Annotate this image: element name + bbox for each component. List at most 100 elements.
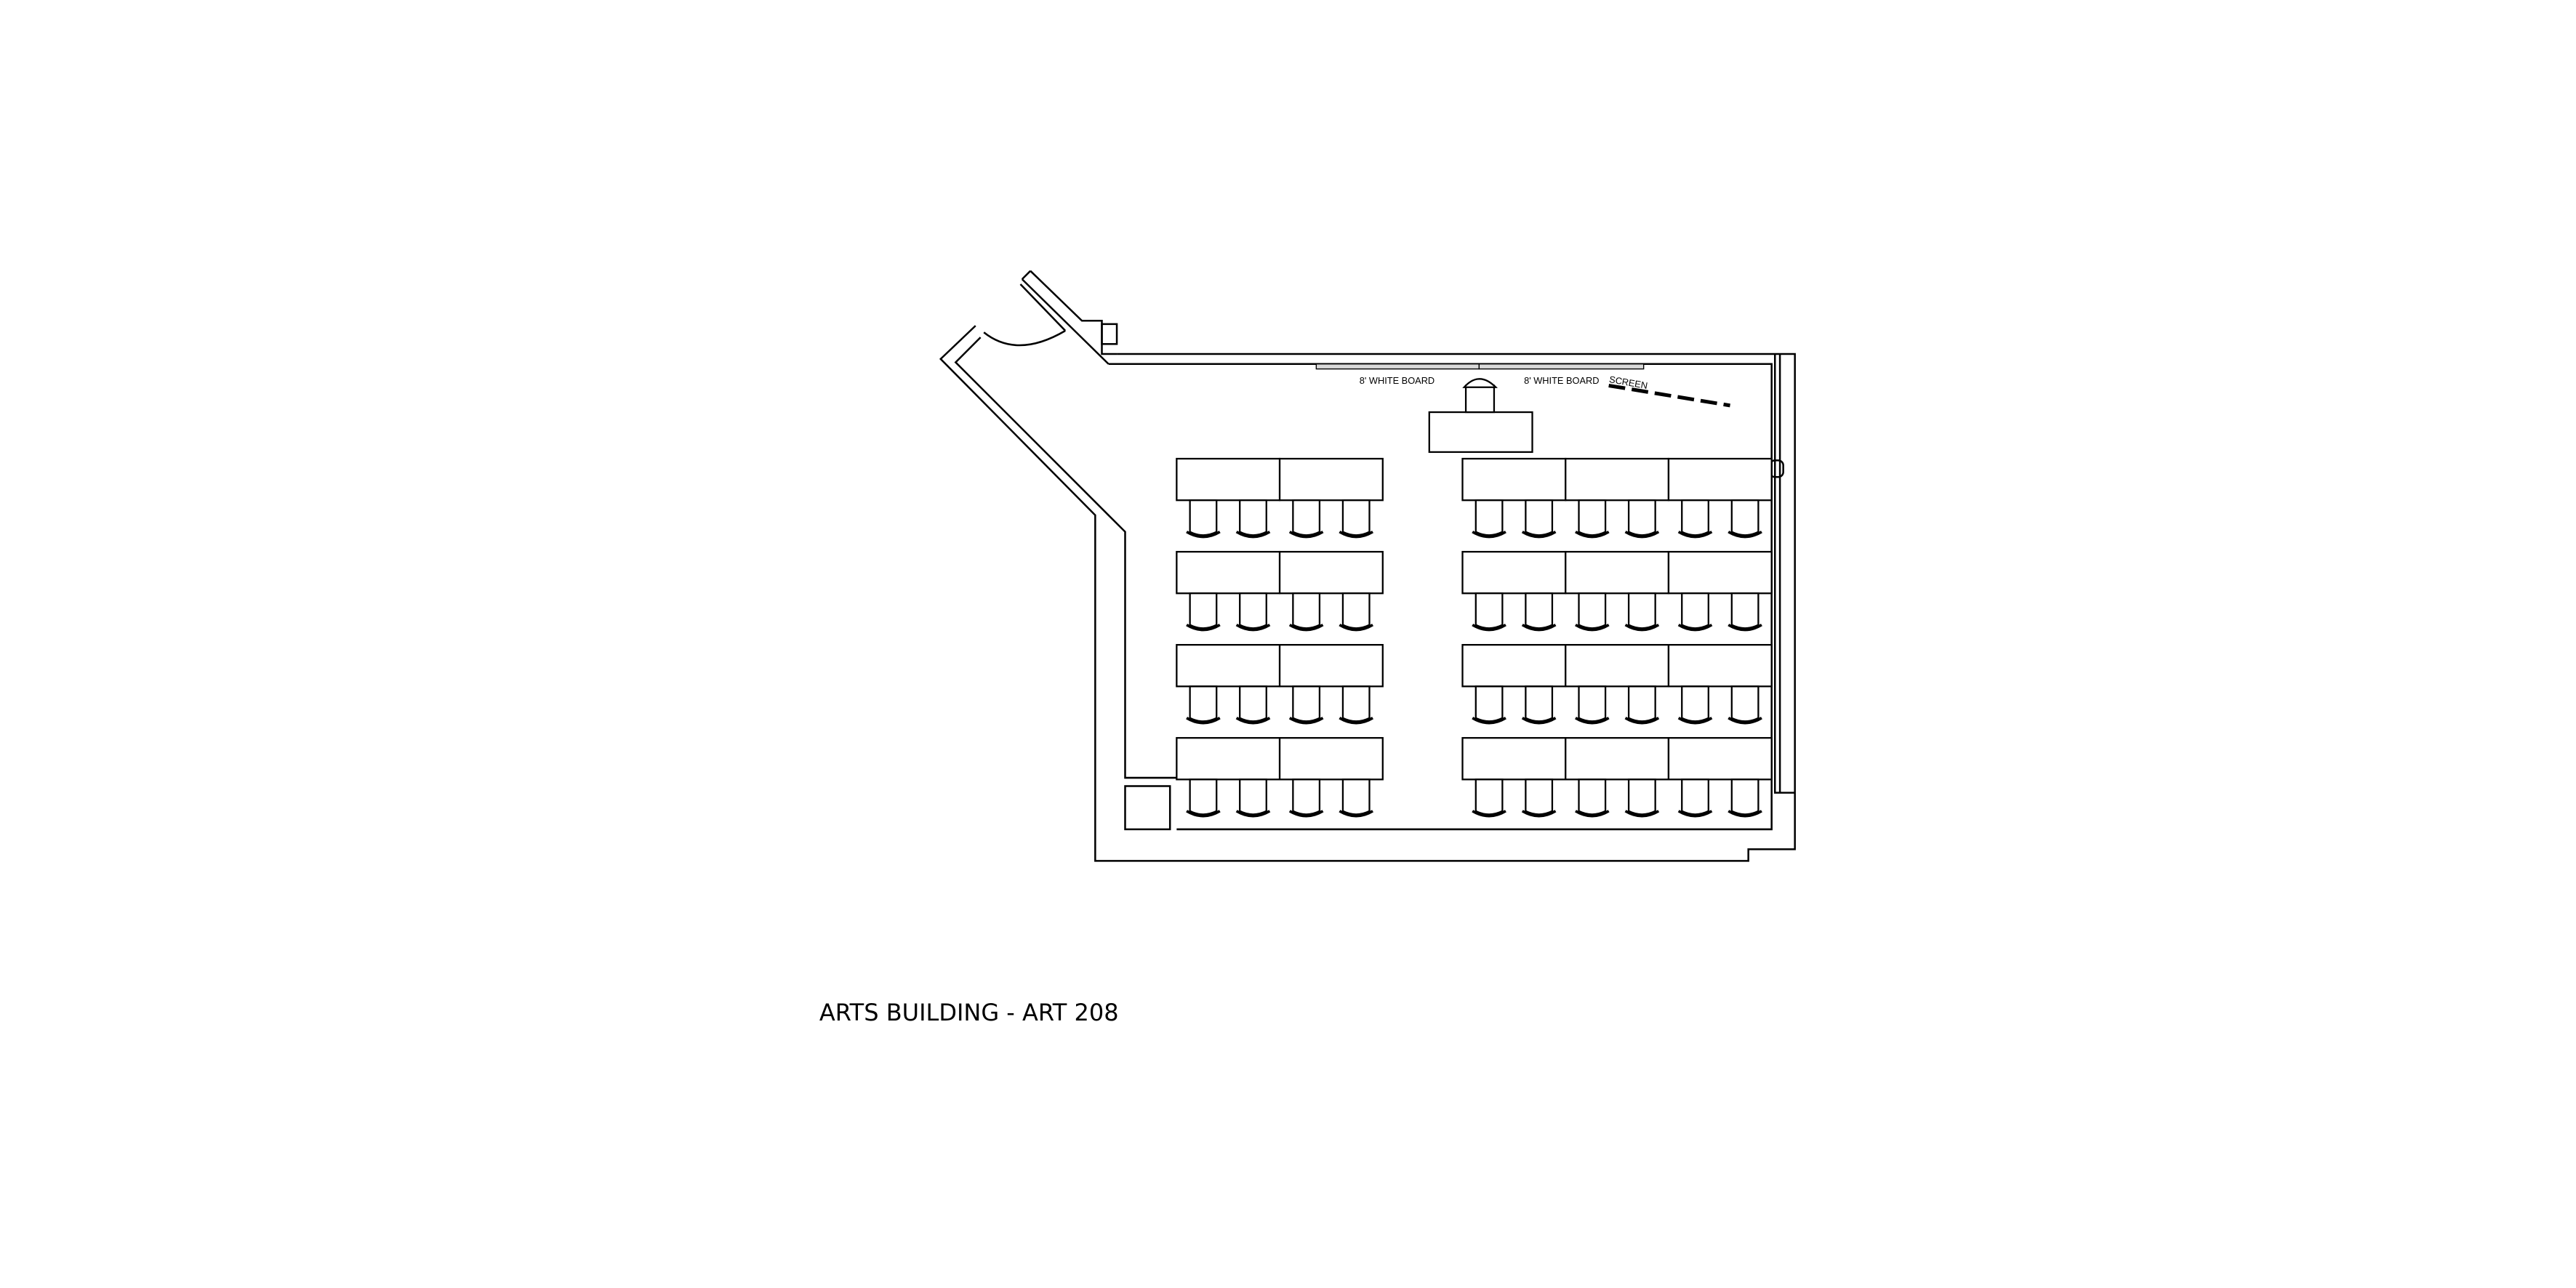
chair-back (1624, 810, 1660, 818)
chair-back (1728, 810, 1762, 818)
chair (1681, 685, 1709, 723)
chair-back (1521, 531, 1557, 539)
instructor-desk (1428, 411, 1533, 454)
table (1565, 737, 1670, 781)
table (1176, 737, 1281, 781)
chair-back (1472, 624, 1506, 632)
chair-back (1235, 531, 1271, 539)
chair (1730, 685, 1760, 723)
chair-back (1728, 717, 1762, 725)
chair-back (1339, 624, 1374, 632)
seating (1176, 457, 1773, 818)
whiteboard-right-label: 8' WHITE BOARD (1524, 375, 1599, 386)
outer-wall (939, 325, 1796, 862)
chair (1239, 499, 1267, 536)
lectern (1464, 385, 1496, 414)
chair-back (1624, 624, 1660, 632)
chair-back (1186, 810, 1221, 818)
chair (1730, 499, 1760, 536)
table (1667, 550, 1773, 595)
chair (1474, 592, 1504, 629)
chair-back (1288, 810, 1324, 818)
table (1667, 457, 1773, 502)
chair (1627, 685, 1656, 723)
chair-back (1677, 810, 1713, 818)
chair (1341, 592, 1371, 629)
chair-back (1575, 624, 1610, 632)
chair (1474, 685, 1504, 723)
chair-back (1186, 531, 1221, 539)
door-swing-arc (983, 329, 1066, 347)
whiteboard-left-label: 8' WHITE BOARD (1360, 375, 1435, 386)
chair-back (1728, 624, 1762, 632)
chair-back (1186, 624, 1221, 632)
chair-back (1677, 624, 1713, 632)
table (1176, 550, 1281, 595)
chair-back (1472, 810, 1506, 818)
table (1461, 457, 1567, 502)
chair-back (1575, 531, 1610, 539)
table (1278, 644, 1384, 688)
table (1278, 550, 1384, 595)
chair-back (1624, 717, 1660, 725)
chair-back (1521, 717, 1557, 725)
table (1667, 644, 1773, 688)
wall-fixture (1101, 323, 1118, 345)
chair (1292, 499, 1321, 536)
table (1176, 457, 1281, 502)
inner-wall-left (954, 337, 1177, 779)
chair-back (1575, 810, 1610, 818)
chair-back (1288, 624, 1324, 632)
chair (1525, 685, 1554, 723)
chair-back (1186, 717, 1221, 725)
chair-back (1339, 717, 1374, 725)
storage-box (1124, 785, 1171, 831)
chair (1627, 592, 1656, 629)
table (1565, 644, 1670, 688)
chair-back (1728, 531, 1762, 539)
table (1461, 550, 1567, 595)
chair (1578, 592, 1607, 629)
whiteboard-right (1478, 363, 1645, 370)
chair-back (1521, 810, 1557, 818)
chair-back (1472, 531, 1506, 539)
chair (1239, 592, 1267, 629)
table (1278, 457, 1384, 502)
chair-back (1235, 624, 1271, 632)
chair (1341, 499, 1371, 536)
chair (1292, 685, 1321, 723)
chair-back (1235, 810, 1271, 818)
chair-back (1677, 531, 1713, 539)
chair (1341, 685, 1371, 723)
chair (1627, 778, 1656, 816)
chair (1341, 778, 1371, 816)
chair-back (1339, 810, 1374, 818)
instructor-station (1428, 378, 1533, 454)
chair (1525, 778, 1554, 816)
table (1461, 644, 1567, 688)
room-title: ARTS BUILDING - ART 208 (819, 999, 1119, 1026)
chair-back (1288, 717, 1324, 725)
chair (1474, 499, 1504, 536)
instructor-chair (1462, 378, 1498, 388)
whiteboards: 8' WHITE BOARD 8' WHITE BOARD SCREEN (1315, 363, 1730, 408)
chair (1189, 685, 1218, 723)
chair-back (1624, 531, 1660, 539)
chair (1239, 685, 1267, 723)
table (1565, 457, 1670, 502)
table (1278, 737, 1384, 781)
chair (1189, 778, 1218, 816)
chair-back (1575, 717, 1610, 725)
chair (1627, 499, 1656, 536)
chair (1292, 592, 1321, 629)
chair (1239, 778, 1267, 816)
chair (1681, 778, 1709, 816)
door[interactable] (983, 283, 1067, 347)
chair (1578, 499, 1607, 536)
corridor-wall (1030, 270, 1118, 355)
whiteboard-left (1315, 363, 1480, 370)
table (1176, 644, 1281, 688)
chair-back (1288, 531, 1324, 539)
chair (1730, 592, 1760, 629)
